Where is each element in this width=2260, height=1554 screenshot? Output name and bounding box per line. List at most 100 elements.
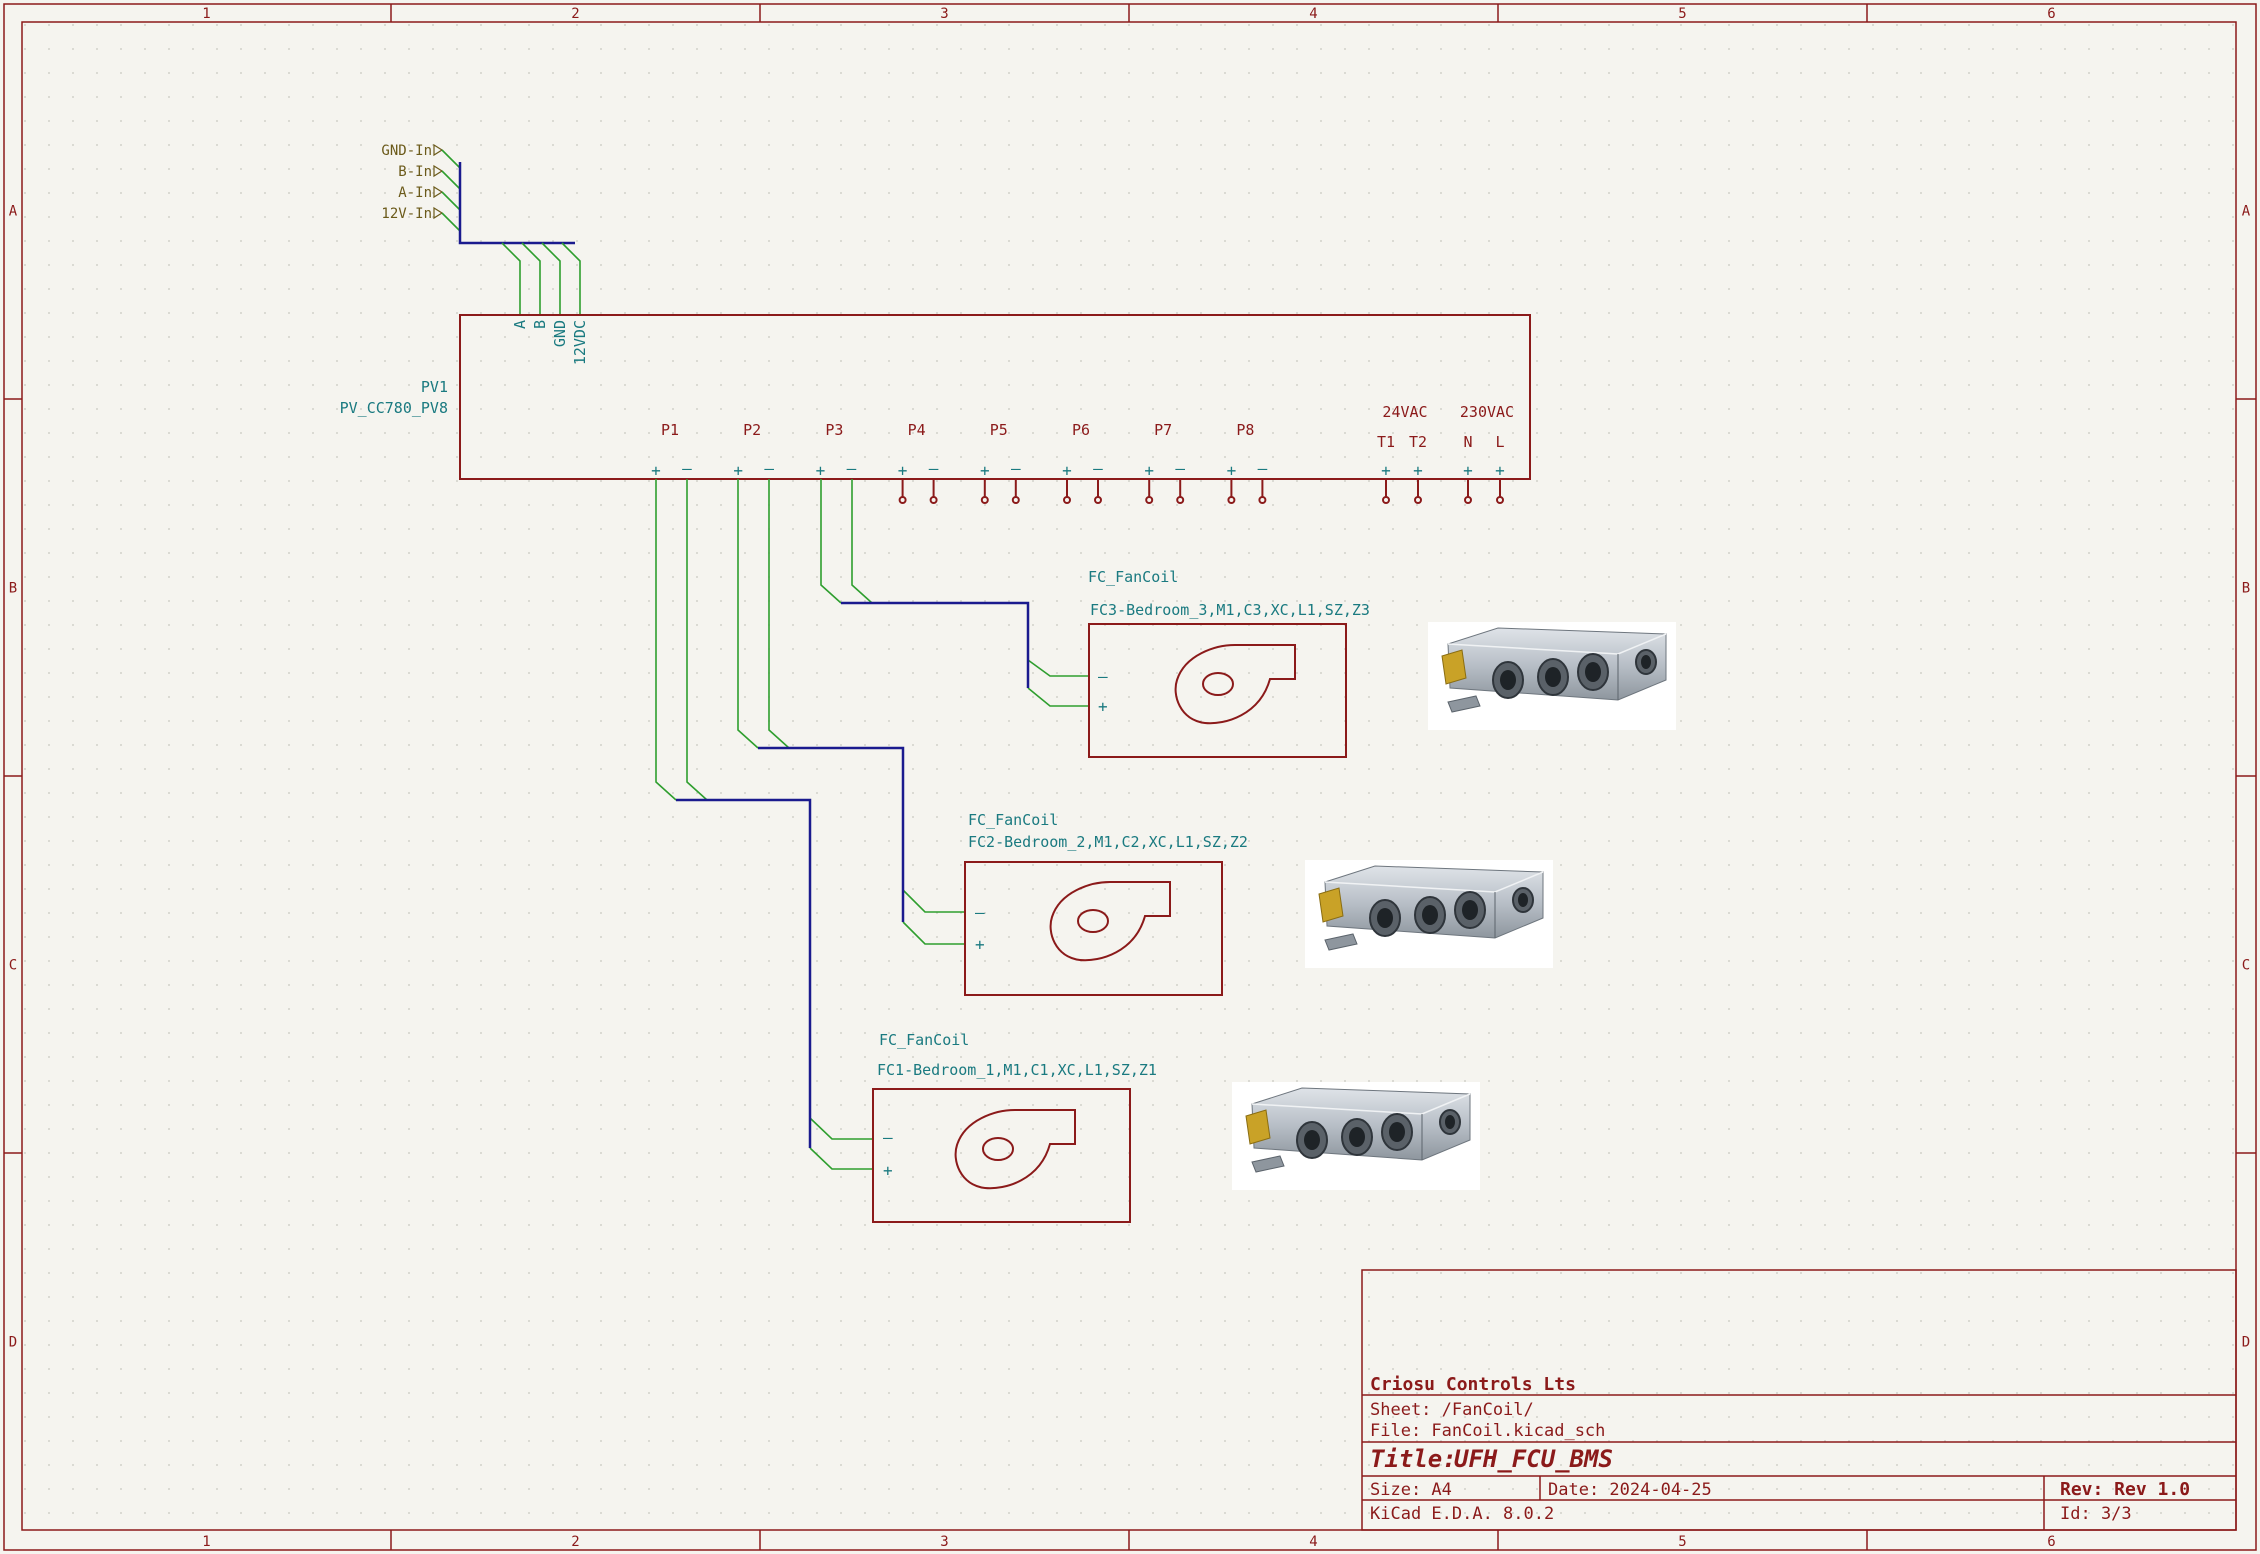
frame-col-label: 2	[571, 1534, 579, 1550]
output-plus: +	[651, 461, 661, 480]
output-plus: +	[898, 461, 908, 480]
pin-end	[1258, 496, 1267, 504]
frame-row-label: B	[9, 581, 17, 597]
output-plus: +	[1227, 461, 1237, 480]
fc2-plus: +	[975, 935, 985, 954]
output-minus: —	[1011, 459, 1021, 478]
hierarchical-labels: GND-In B-In A-In 12V-In	[381, 143, 461, 232]
pin-gnd: GND	[551, 320, 569, 347]
pin-end	[929, 496, 938, 504]
fc1-minus: —	[883, 1128, 893, 1147]
sheet-size: Size: A4	[1370, 1480, 1452, 1500]
pin-end	[1176, 496, 1185, 504]
frame-col-label: 3	[940, 1534, 948, 1550]
pin-end	[1145, 496, 1154, 504]
pin-end	[898, 496, 907, 504]
output-minus: —	[764, 459, 774, 478]
supply-plus: +	[1413, 461, 1423, 480]
fancoil-fc1[interactable]: FC_FanCoil FC1-Bedroom_1,M1,C1,XC,L1,SZ,…	[872, 1031, 1157, 1223]
frame-row-label: D	[9, 1335, 17, 1351]
supply-pin-t1: T1	[1377, 433, 1395, 451]
pin-end	[980, 496, 989, 504]
supply-230vac: 230VAC	[1460, 403, 1514, 421]
pin-12vdc: 12VDC	[571, 320, 589, 365]
supply-plus: +	[1463, 461, 1473, 480]
supply-pin-l: L	[1495, 433, 1504, 451]
controller-pv1[interactable]: PV1 PV_CC780_PV8 A B GND 12VDC P1 + — P2 + — P…	[340, 314, 1531, 504]
fc1-blower-icon	[954, 1109, 1076, 1190]
output-label-p1: P1	[661, 421, 679, 439]
fc3-type: FC_FanCoil	[1088, 568, 1178, 586]
fc2-label: FC2-Bedroom_2,M1,C2,XC,L1,SZ,Z2	[968, 833, 1248, 851]
output-label-p8: P8	[1236, 421, 1254, 439]
grid-background	[22, 22, 2236, 1530]
frame-col-label: 4	[1309, 6, 1317, 22]
sheet-title: UFH_FCU_BMS	[1454, 1445, 1613, 1473]
fancoil-wiring	[655, 479, 1090, 1170]
fc1-type: FC_FanCoil	[879, 1031, 969, 1049]
frame-row-label: D	[2242, 1335, 2250, 1351]
supply-pin-end	[1382, 496, 1390, 504]
supply-pin-n: N	[1463, 433, 1472, 451]
output-label-p3: P3	[825, 421, 843, 439]
frame-col-label: 6	[2047, 1534, 2055, 1550]
hier-label-a: A-In	[398, 185, 432, 201]
output-plus: +	[816, 461, 826, 480]
output-label-p6: P6	[1072, 421, 1090, 439]
frame-row-label: B	[2242, 581, 2250, 597]
output-label-p7: P7	[1154, 421, 1172, 439]
output-minus: —	[929, 459, 939, 478]
hier-label-b: B-In	[398, 164, 432, 180]
controller-value: PV_CC780_PV8	[340, 399, 448, 417]
output-label-p5: P5	[990, 421, 1008, 439]
frame-col-label: 2	[571, 6, 579, 22]
supply-pin-end	[1464, 496, 1472, 504]
fc1-plus: +	[883, 1161, 893, 1180]
file-name: File: FanCoil.kicad_sch	[1370, 1421, 1605, 1441]
hier-label-12v: 12V-In	[381, 206, 432, 222]
revision: Rev: Rev 1.0	[2060, 1479, 2190, 1500]
fancoil-fc3[interactable]: FC_FanCoil FC3-Bedroom_3,M1,C3,XC,L1,SZ,…	[1088, 568, 1370, 758]
output-plus: +	[1062, 461, 1072, 480]
pin-b: B	[531, 320, 549, 329]
fancoil-fc2[interactable]: FC_FanCoil FC2-Bedroom_2,M1,C2,XC,L1,SZ,…	[964, 811, 1248, 996]
supply-pin-end	[1414, 496, 1422, 504]
title-block: Criosu Controls Lts Sheet: /FanCoil/ Fil…	[1361, 1269, 2237, 1531]
pin-a: A	[511, 320, 529, 329]
pin-end	[1063, 496, 1071, 504]
output-minus: —	[1093, 459, 1103, 478]
fc3-plus: +	[1098, 697, 1108, 716]
fc3-label: FC3-Bedroom_3,M1,C3,XC,L1,SZ,Z3	[1090, 601, 1370, 619]
supply-pin-t2: T2	[1409, 433, 1427, 451]
supply-plus: +	[1381, 461, 1391, 480]
output-minus: —	[1258, 459, 1268, 478]
supply-plus: +	[1495, 461, 1505, 480]
frame-col-label: 5	[1678, 1534, 1686, 1550]
fc2-type: FC_FanCoil	[968, 811, 1058, 829]
fc2-minus: —	[975, 903, 985, 922]
output-plus: +	[733, 461, 743, 480]
tool-version: KiCad E.D.A. 8.0.2	[1370, 1504, 1554, 1524]
output-minus: —	[847, 459, 857, 478]
pin-end	[1011, 496, 1020, 504]
output-plus: +	[980, 461, 990, 480]
fc3-minus: —	[1098, 667, 1108, 686]
frame-row-label: A	[9, 204, 18, 220]
output-plus: +	[1144, 461, 1154, 480]
controller-ref: PV1	[421, 378, 448, 396]
pin-end	[1227, 496, 1236, 504]
fancoil-unit-picture	[1428, 622, 1676, 730]
frame-col-label: 1	[202, 1534, 210, 1550]
output-label-p2: P2	[743, 421, 761, 439]
fc1-label: FC1-Bedroom_1,M1,C1,XC,L1,SZ,Z1	[877, 1061, 1157, 1079]
fancoil-unit-picture	[1232, 1082, 1480, 1190]
sheet-date: Date: 2024-04-25	[1548, 1480, 1712, 1500]
sheet-id: Id: 3/3	[2060, 1504, 2132, 1524]
sheet-path: Sheet: /FanCoil/	[1370, 1400, 1534, 1420]
title-prefix: Title:	[1370, 1445, 1457, 1473]
rs485-bus	[458, 162, 581, 315]
frame-row-label: C	[2242, 958, 2250, 974]
frame-col-label: 4	[1309, 1534, 1317, 1550]
